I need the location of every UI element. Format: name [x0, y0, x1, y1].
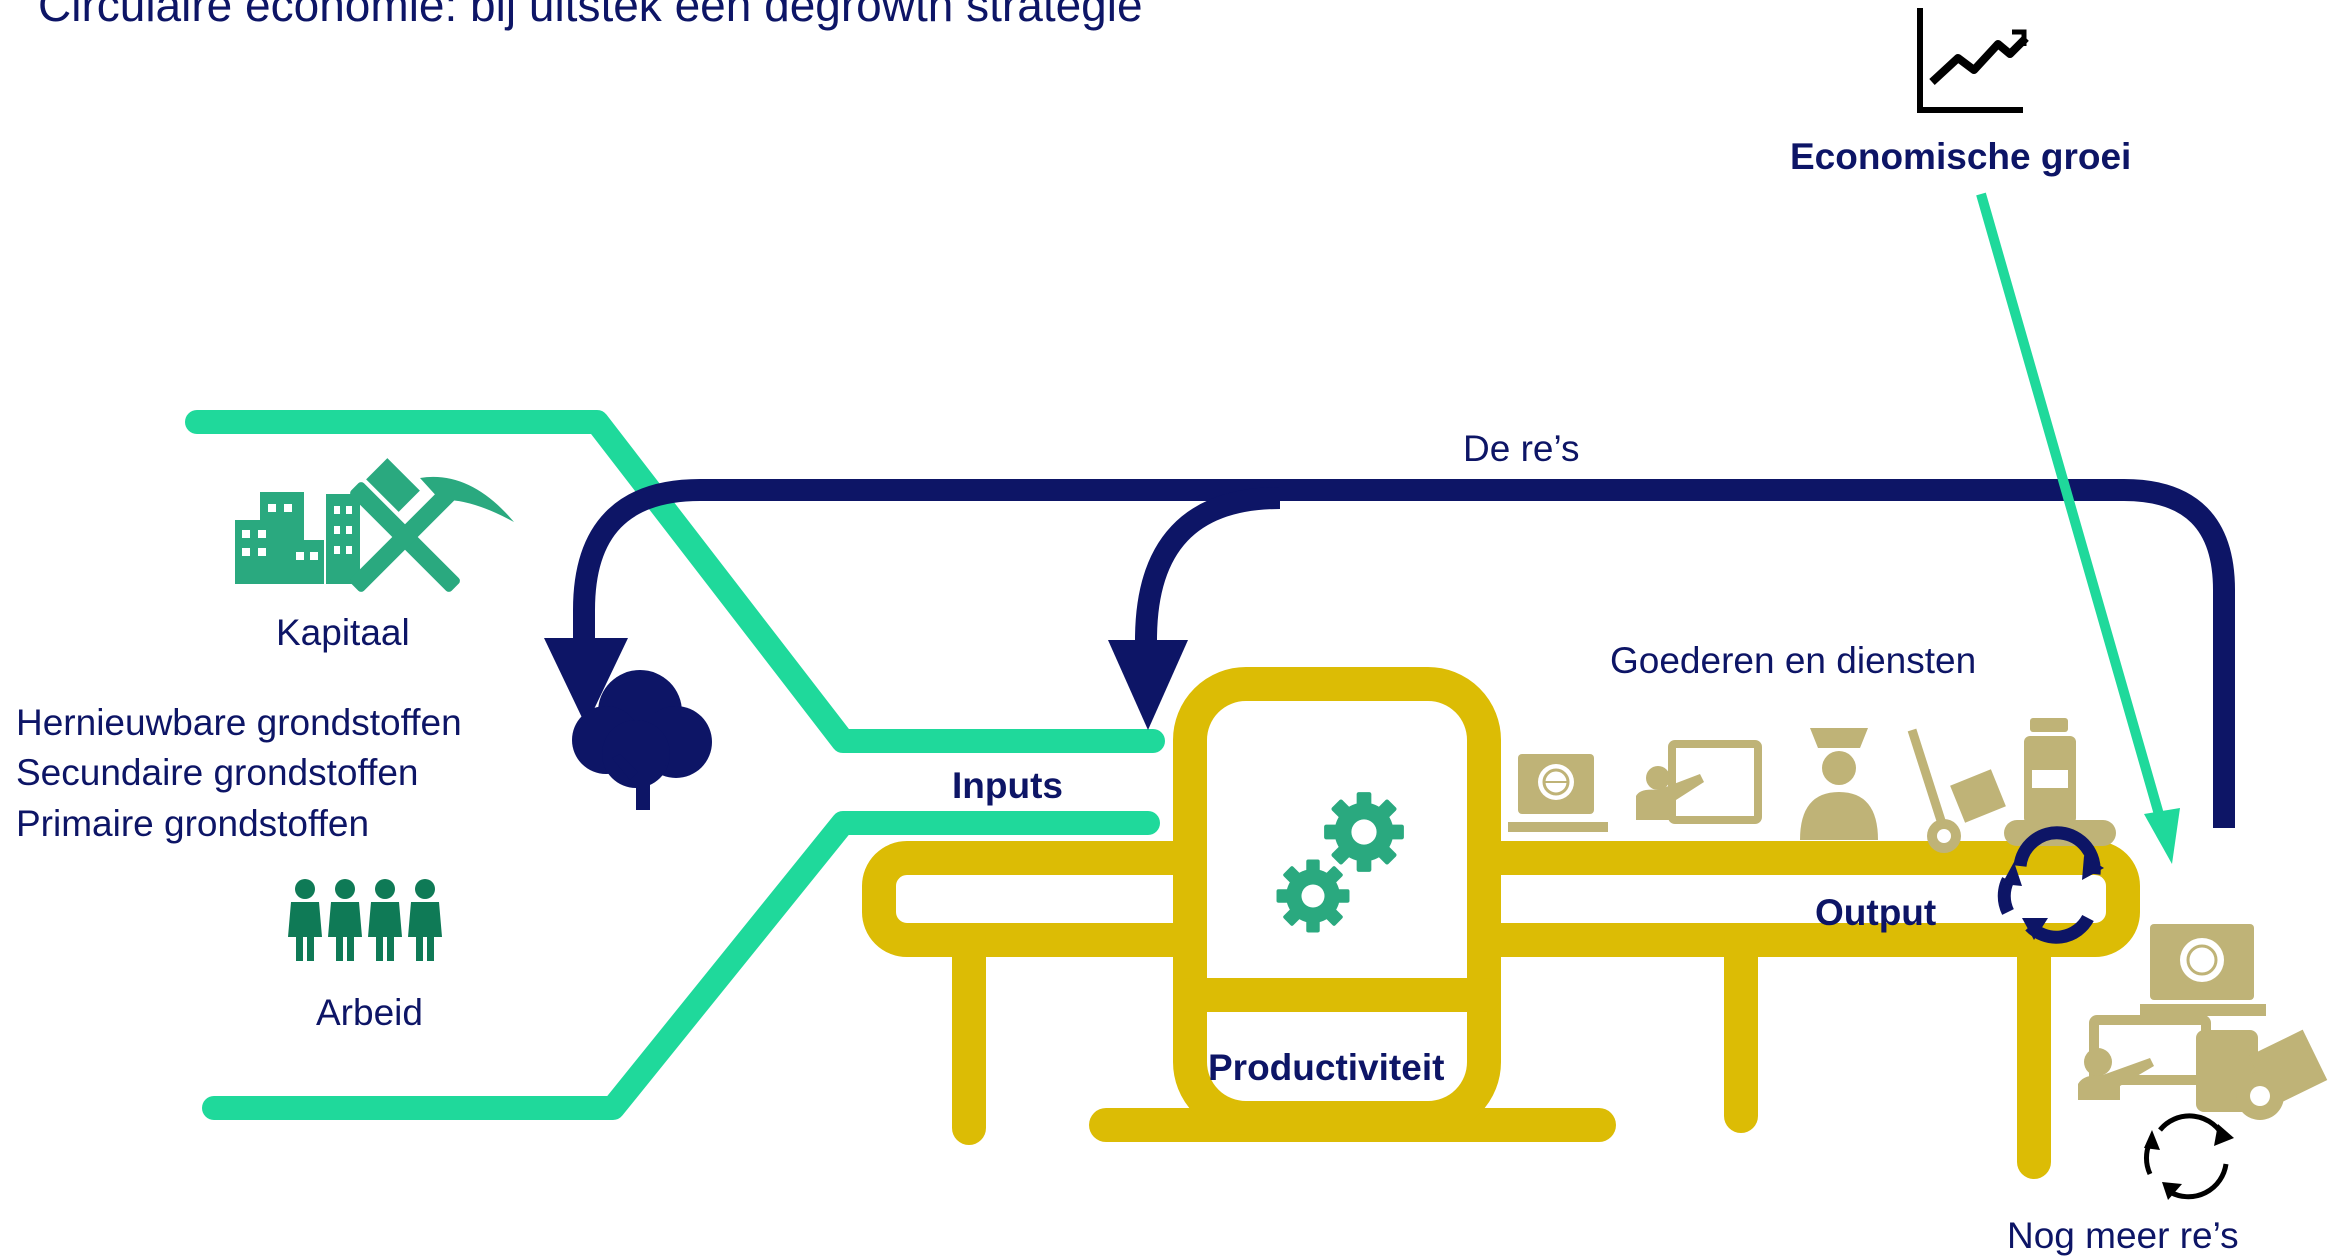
- gears-icon: [1276, 792, 1404, 933]
- output-label: Output: [1815, 892, 1937, 933]
- hammer-pick-icon: [350, 458, 514, 592]
- buildings-icon: [235, 492, 360, 584]
- capital-label: Kapitaal: [276, 612, 410, 653]
- input-funnel: [185, 410, 1165, 1120]
- re-loop-arrows: [573, 479, 2235, 828]
- recycle-arrowheads: [2002, 856, 2104, 940]
- police-officer-icon: [1800, 728, 1878, 840]
- inputs-label: Inputs: [952, 765, 1063, 806]
- hand-truck-icon: [1907, 728, 2006, 853]
- goods-services-label: Goederen en diensten: [1610, 640, 1977, 681]
- more-recycle-icon: [2144, 1113, 2229, 1200]
- re-loop-arrowheads: [544, 638, 1188, 730]
- growth-chart-icon: [1917, 8, 2029, 113]
- tree-icon: [572, 670, 712, 810]
- economic-growth-label: Economische groei: [1790, 136, 2132, 177]
- labour-label: Arbeid: [316, 992, 423, 1033]
- secondary-materials-label: Secundaire grondstoffen: [16, 752, 419, 793]
- growth-arrow: [1976, 192, 2180, 864]
- page-title: Circulaire economie: bij uitstek een deg…: [38, 0, 1143, 31]
- production-machine: [862, 667, 2140, 1179]
- people-icon: [288, 879, 442, 961]
- more-re-loops-label: Nog meer re’s: [2007, 1215, 2239, 1256]
- renewable-materials-label: Hernieuwbare grondstoffen: [16, 702, 462, 743]
- productivity-label: Productiviteit: [1208, 1047, 1445, 1088]
- computer-icon: [1508, 754, 1608, 832]
- more-goods-icons: [2078, 924, 2328, 1120]
- more-recycle-arrowheads: [2144, 1124, 2234, 1200]
- primary-materials-label: Primaire grondstoffen: [16, 803, 370, 844]
- teacher-icon: [1636, 740, 1762, 824]
- re-loops-label: De re’s: [1463, 428, 1580, 469]
